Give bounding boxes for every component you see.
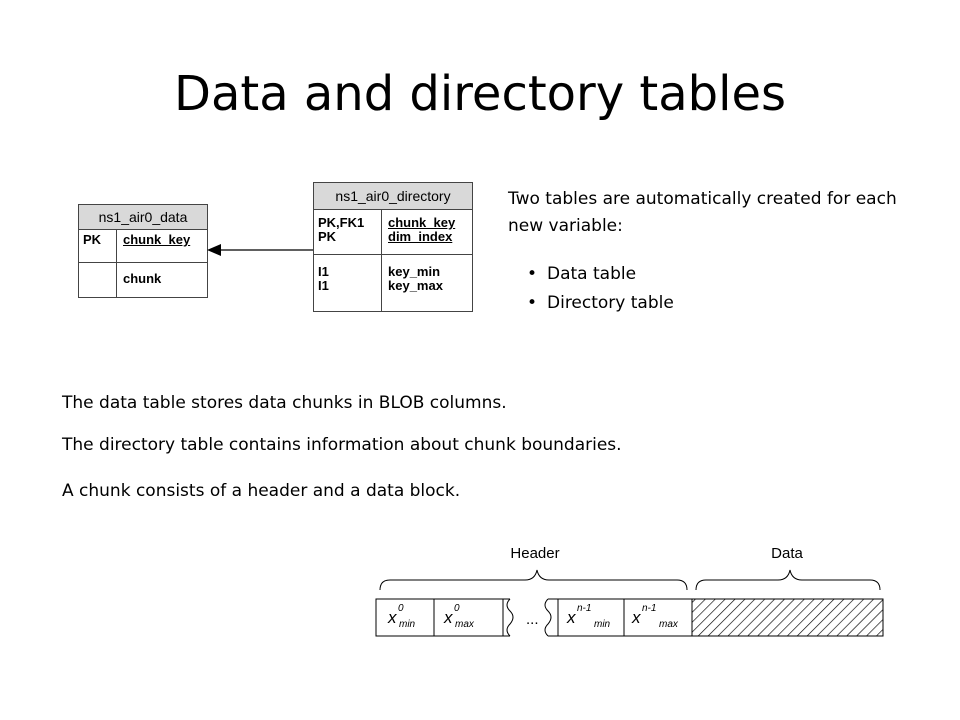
cell-min-0 (375, 598, 435, 637)
directory-key-label-2: PK (318, 229, 337, 244)
data-table-pk-row: PK chunk_key (79, 230, 207, 263)
svg-text:max: max (455, 619, 475, 630)
directory-index-column-1: key_min (388, 264, 441, 279)
bullet-text: Data table (547, 264, 637, 284)
bullet-dot-icon: • (527, 264, 538, 284)
ellipsis: ... (526, 611, 539, 628)
svg-text:n-1: n-1 (577, 603, 591, 614)
bullet-data-table: • Data table (527, 260, 674, 289)
cell-max-n1 (623, 598, 693, 637)
intro-text: Two tables are automatically created for… (508, 189, 897, 236)
data-table-name: ns1_air0_data (79, 205, 207, 230)
data-brace (695, 569, 881, 591)
data-table-column: chunk (123, 271, 162, 286)
cell-min-n1 (557, 598, 625, 637)
svg-text:n-1: n-1 (642, 603, 656, 614)
break-right (544, 598, 552, 637)
data-table-pk-label: PK (79, 230, 117, 262)
directory-key-column-1: chunk_key (388, 215, 456, 230)
directory-key-label-1: PK,FK1 (318, 215, 365, 230)
svg-text:0: 0 (398, 603, 404, 614)
bullet-dot-icon: • (527, 293, 538, 313)
svg-text:x: x (443, 608, 453, 627)
paragraph-chunk: A chunk consists of a header and a data … (62, 481, 461, 501)
cell-label-min-0: x 0 min (387, 603, 416, 630)
paragraph-directory-table: The directory table contains information… (62, 435, 622, 455)
svg-text:x: x (631, 608, 641, 627)
directory-table: ns1_air0_directory PK,FK1 PK chunk_key d… (313, 182, 473, 312)
directory-key-column-2: dim_index (388, 229, 453, 244)
slide-title: Data and directory tables (174, 66, 786, 122)
svg-text:min: min (594, 619, 611, 630)
cell-label-max-0: x 0 max (443, 603, 475, 630)
cell-label-max-n1: x n-1 max (631, 603, 679, 630)
relationship-arrow (207, 244, 313, 256)
bullet-text: Directory table (547, 293, 674, 313)
data-table: ns1_air0_data PK chunk_key chunk (78, 204, 208, 298)
directory-table-name: ns1_air0_directory (314, 183, 472, 210)
svg-text:max: max (659, 619, 679, 630)
cell-max-0 (433, 598, 504, 637)
chunk-diagram: Header Data ... x 0 min x 0 max x n-1 mi… (375, 545, 884, 637)
svg-text:x: x (566, 608, 576, 627)
bullet-list: • Data table • Directory table (527, 260, 674, 318)
paragraph-data-table: The data table stores data chunks in BLO… (62, 393, 507, 413)
header-brace (379, 569, 688, 591)
header-label: Header (510, 545, 559, 562)
directory-table-index-row: I1 I1 key_min key_max (314, 255, 472, 311)
directory-index-label-2: I1 (318, 278, 329, 293)
data-block (691, 598, 884, 637)
svg-text:x: x (387, 608, 397, 627)
bullet-directory-table: • Directory table (527, 289, 674, 318)
directory-table-key-row: PK,FK1 PK chunk_key dim_index (314, 210, 472, 255)
cell-label-min-n1: x n-1 min (566, 603, 611, 630)
directory-index-column-2: key_max (388, 278, 443, 293)
svg-text:0: 0 (454, 603, 460, 614)
data-table-column-row: chunk (79, 263, 207, 297)
data-table-pk-column: chunk_key (123, 232, 191, 247)
break-left (506, 598, 514, 637)
data-label: Data (771, 545, 803, 562)
directory-index-label-1: I1 (318, 264, 329, 279)
svg-text:min: min (399, 619, 416, 630)
